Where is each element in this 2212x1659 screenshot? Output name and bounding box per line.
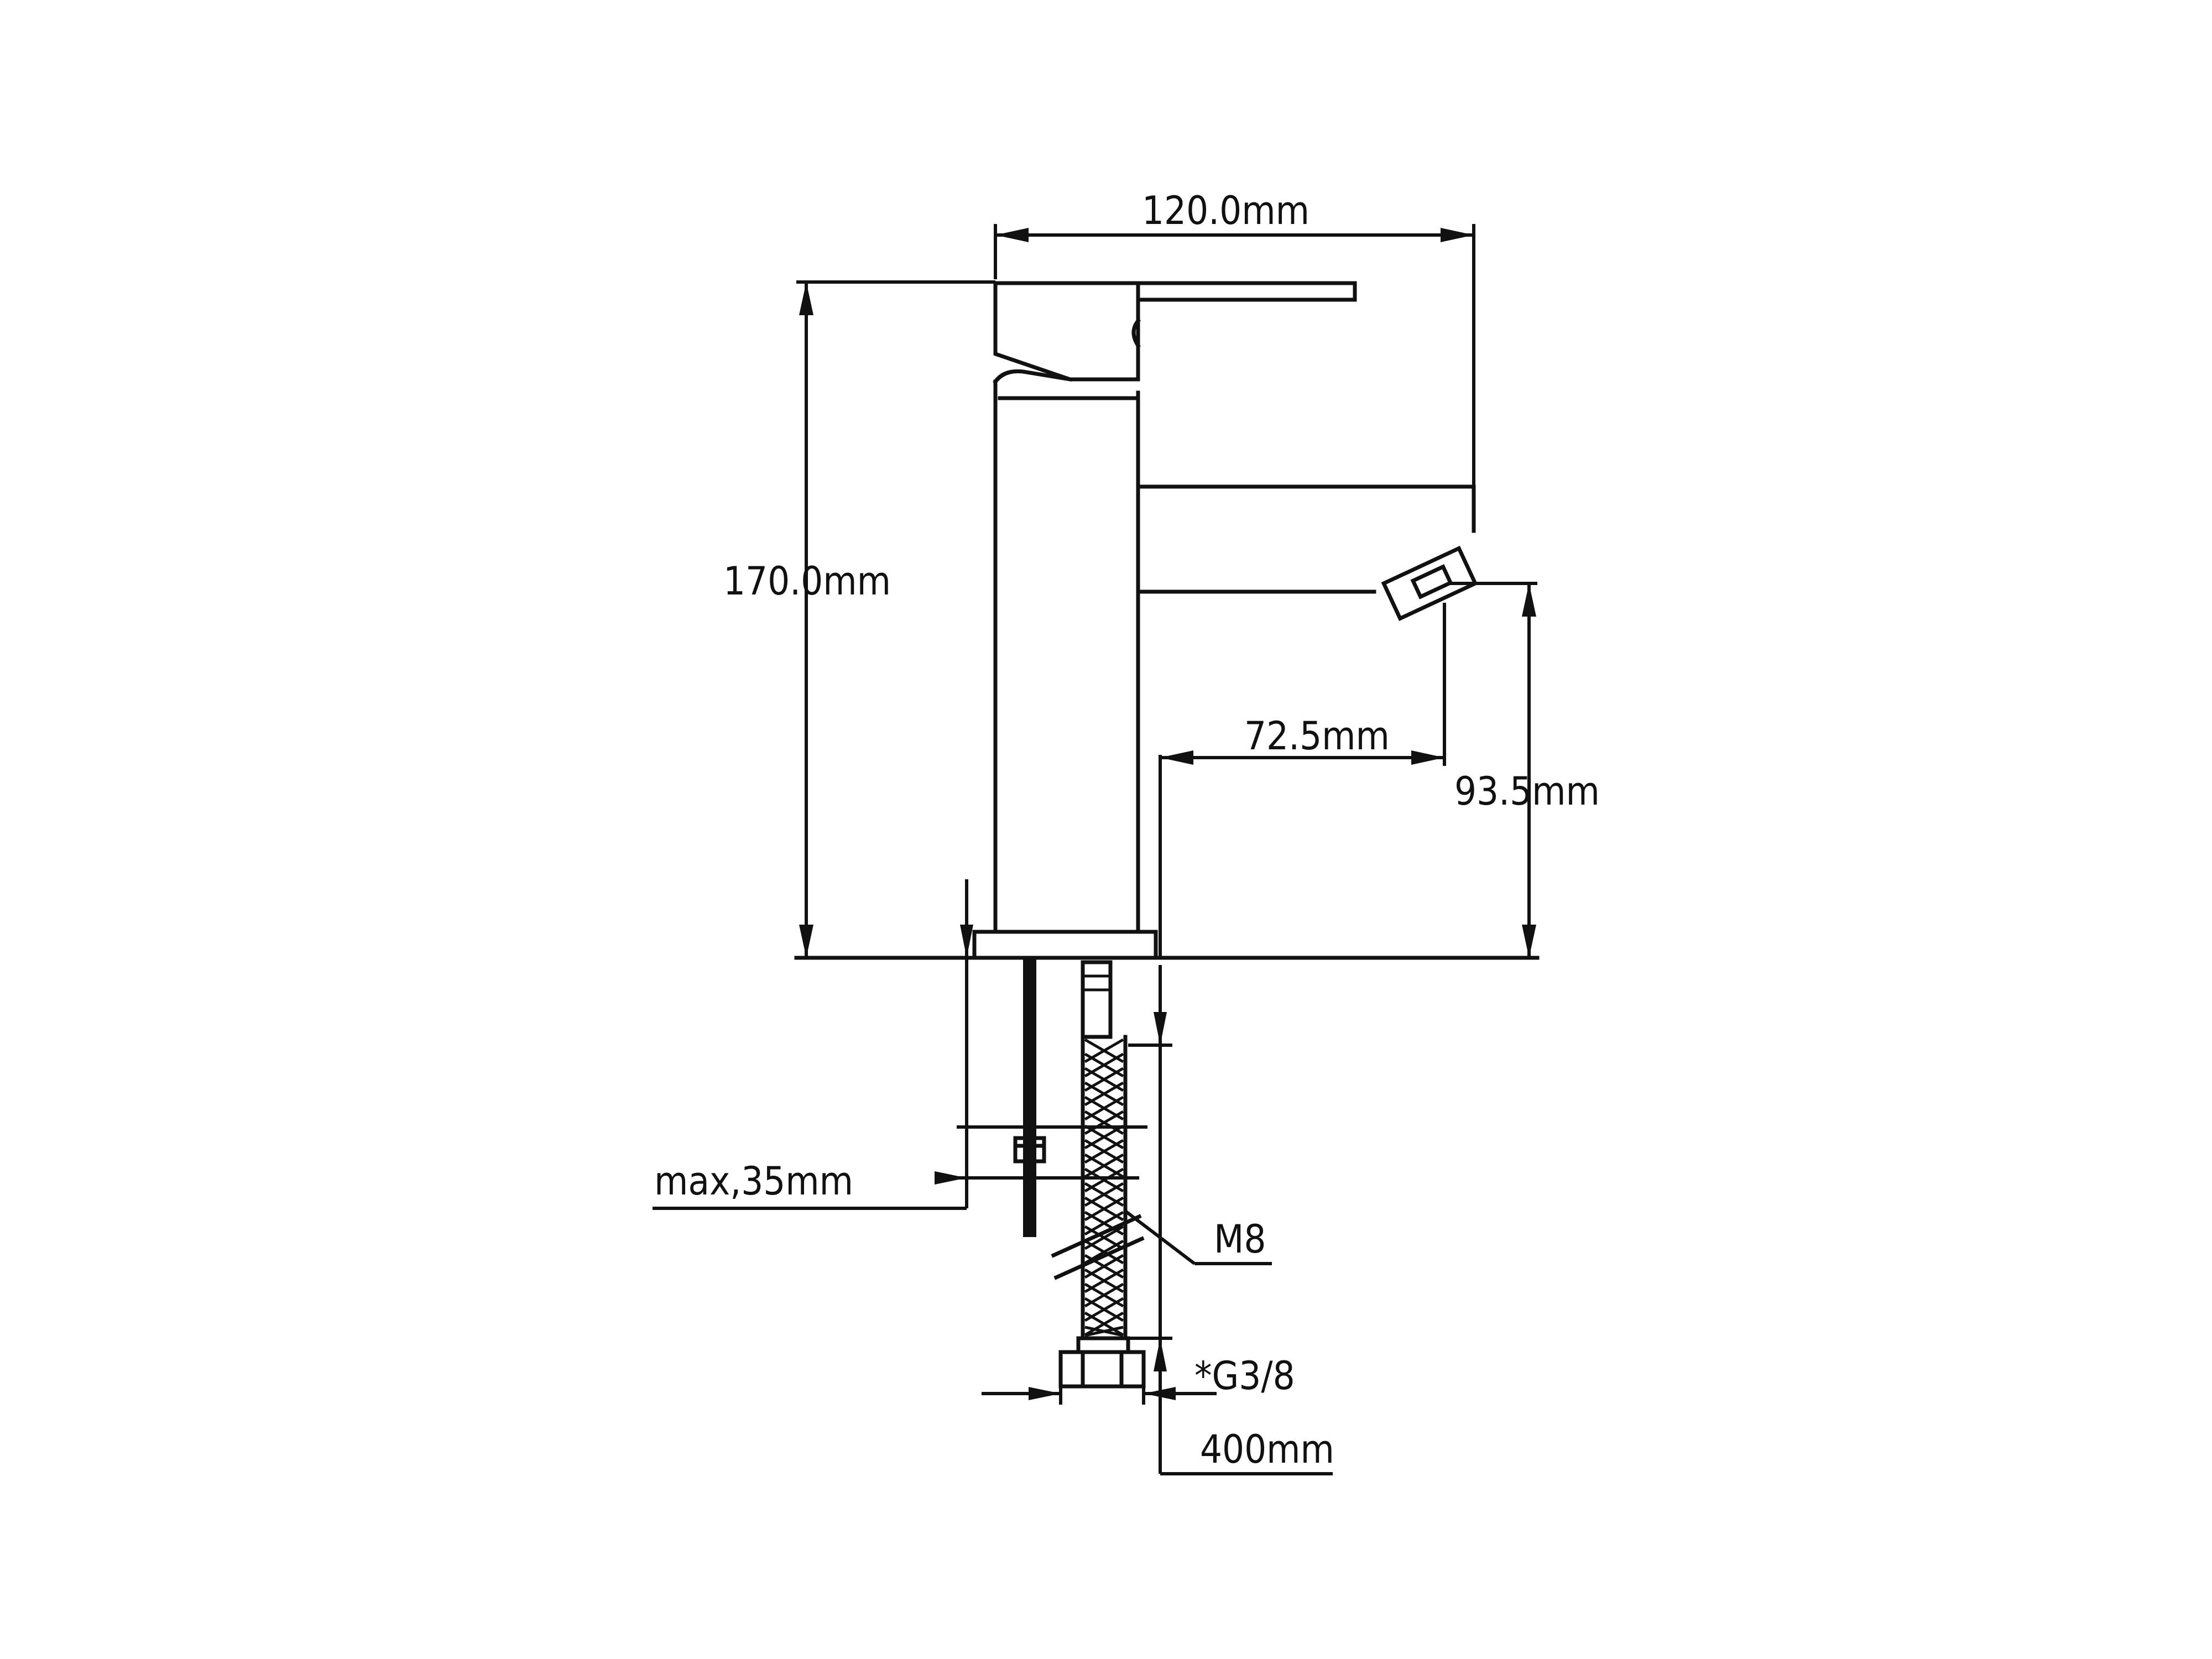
dim-height-total xyxy=(796,280,995,958)
label-spout-height: 93.5mm xyxy=(1454,769,1600,814)
faucet-body xyxy=(972,281,1478,960)
label-spout-reach: 72.5mm xyxy=(1244,713,1390,759)
label-stud-thread: M8 xyxy=(1214,1217,1266,1262)
label-width-top: 120.0mm xyxy=(1142,188,1310,233)
dim-spout-reach xyxy=(1159,603,1446,958)
stud-nut xyxy=(1013,1136,1046,1164)
handle-pivot xyxy=(1131,318,1141,348)
dim-counter-max xyxy=(653,879,1147,1210)
hose-nut xyxy=(1058,1350,1146,1389)
label-hose-connection: *G3/8 xyxy=(1194,1353,1295,1399)
label-hose-length: 400mm xyxy=(1200,1427,1334,1472)
dim-hose-connection xyxy=(982,1377,1217,1405)
aerator xyxy=(1381,545,1478,622)
dim-hose-length xyxy=(1128,965,1333,1475)
braided-hose xyxy=(1051,960,1146,1389)
label-counter-max: max,35mm xyxy=(654,1159,853,1204)
dim-spout-height xyxy=(1449,582,1537,958)
dim-width-top xyxy=(994,224,1475,487)
base-plate xyxy=(972,930,1158,960)
body-neck xyxy=(993,369,1073,384)
lever-handle xyxy=(993,281,1357,302)
handle-head xyxy=(993,281,1140,382)
mounting-stud xyxy=(1013,958,1046,1237)
label-height-total: 170.0mm xyxy=(723,559,891,604)
